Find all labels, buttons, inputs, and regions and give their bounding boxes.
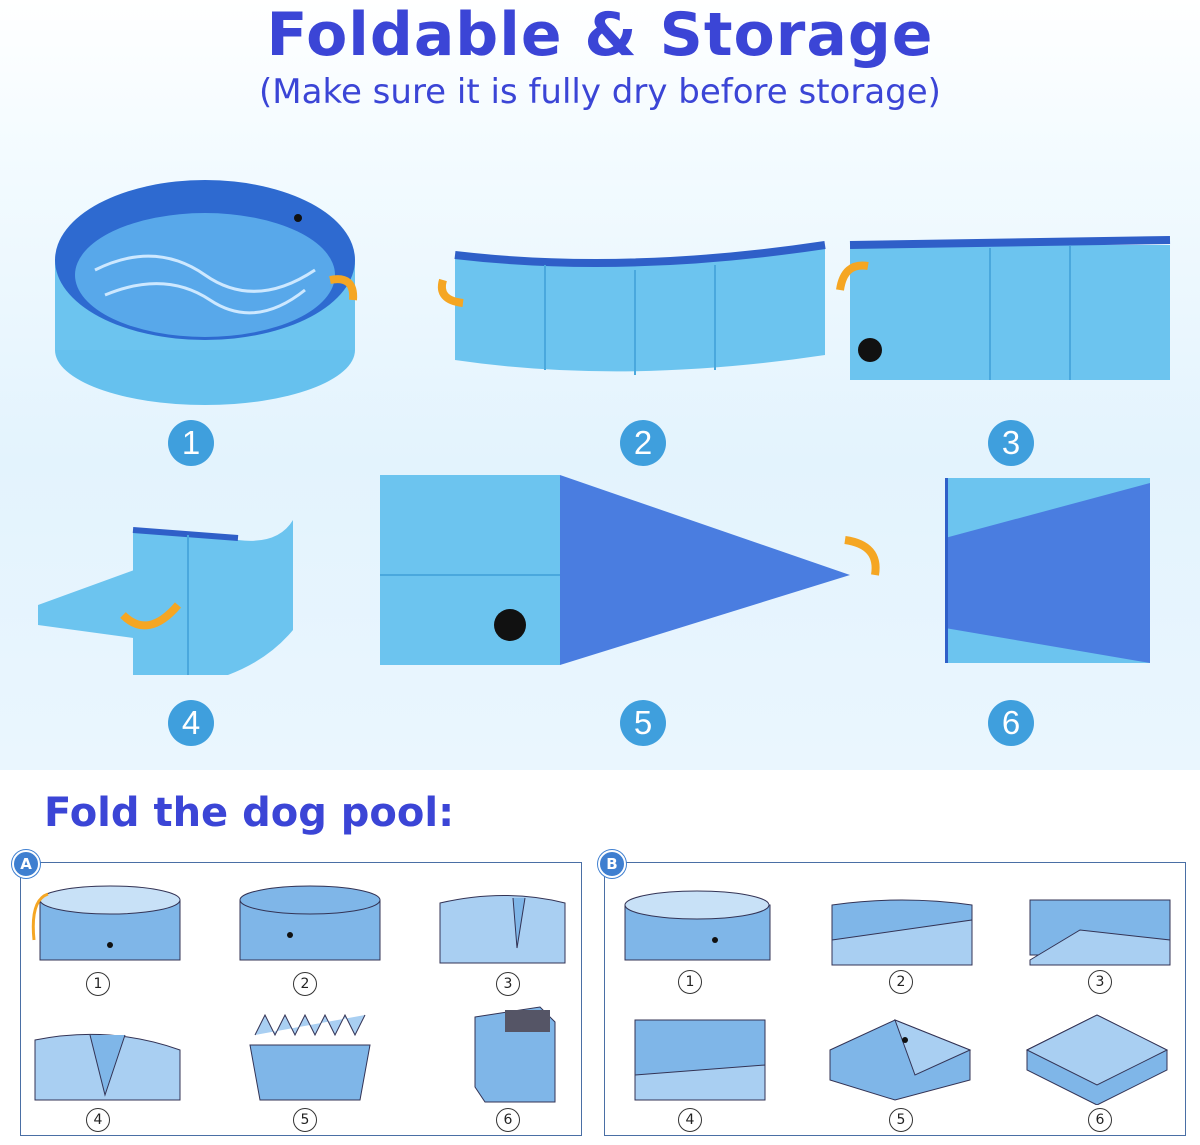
diagram-step-caption: 3 [496,972,520,996]
diagram-step-caption: 5 [889,1108,913,1132]
panel-badge-b: B [598,850,626,878]
diagram-a-step-3 [439,895,566,964]
photo-step-number: 5 [620,700,666,746]
photo-step-2-pool [438,241,826,375]
diagram-step-caption: 1 [678,970,702,994]
diagram-step-caption: 3 [1088,970,1112,994]
diagram-step-caption: 6 [496,1108,520,1132]
page-subtitle: (Make sure it is fully dry before storag… [259,72,941,112]
photo-step-number: 4 [168,700,214,746]
photo-step-6-pool [945,478,1150,663]
diagram-a-step-1 [31,885,181,961]
diagram-step-caption: 4 [86,1108,110,1132]
photo-step-1-pool [55,180,358,405]
photo-step-number: 1 [168,420,214,466]
fold-heading: Fold the dog pool: [44,790,455,836]
diagram-step-caption: 2 [293,972,317,996]
photo-step-4-pool [38,520,293,675]
diagram-b-step-5 [829,1019,972,1101]
diagram-b-step-4 [634,1019,766,1101]
page-title: Foldable & Storage [266,0,934,70]
diagram-b-step-3 [1029,899,1171,966]
panel-badge-a: A [12,850,40,878]
photo-step-number: 3 [988,420,1034,466]
diagram-step-caption: 5 [293,1108,317,1132]
photo-step-number: 2 [620,420,666,466]
diagram-a-step-5 [249,1013,371,1101]
photo-step-3-pool [836,236,1171,380]
diagram-step-caption: 2 [889,970,913,994]
diagram-step-caption: 1 [86,972,110,996]
diagram-b-step-1 [624,890,771,961]
diagram-a-step-6 [474,1006,556,1103]
photo-step-number: 6 [988,700,1034,746]
diagram-b-step-2 [831,899,973,966]
diagram-a-step-2 [239,885,381,961]
diagram-b-step-6 [1025,1014,1169,1105]
diagram-a-step-4 [34,1033,181,1101]
diagram-step-caption: 6 [1088,1108,1112,1132]
photo-step-5-pool [380,475,880,665]
diagram-step-caption: 4 [678,1108,702,1132]
